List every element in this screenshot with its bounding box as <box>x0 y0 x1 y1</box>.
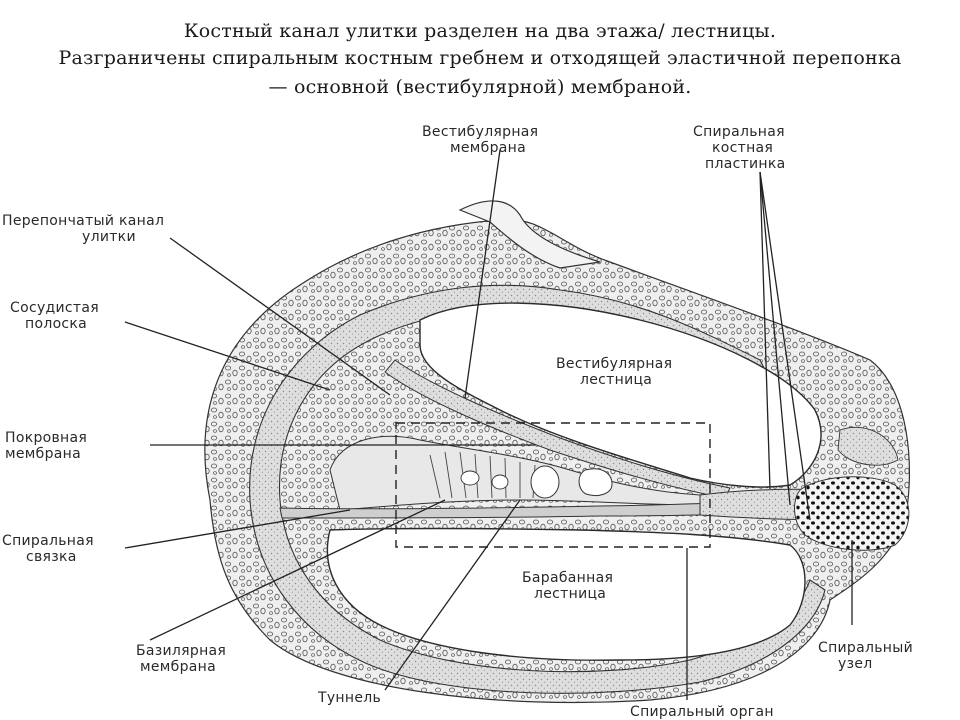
caption-line-1: Костный канал улитки разделен на два эта… <box>183 20 777 42</box>
membranous-wall <box>249 284 826 694</box>
label-osseous-spiral-lamina: Спиральная костная пластинка <box>693 124 790 172</box>
label-tectorial-membrane: Покровная мембрана <box>5 430 92 462</box>
scala-tympani-space <box>326 527 806 661</box>
label-basilar-membrane: Базилярная мембрана <box>136 643 231 675</box>
leader-lines <box>124 149 853 700</box>
label-membranous-canal: Перепончатый канал улитки <box>2 213 169 245</box>
label-tunnel: Туннель <box>317 690 381 706</box>
label-scala-vestibuli: Вестибулярная лестница <box>556 356 677 388</box>
label-organ-of-corti: Спиральный орган <box>630 704 774 720</box>
label-stria-vascularis: Сосудистая полоска <box>10 300 104 332</box>
label-vestibular-membrane: Вестибулярная мембрана <box>422 124 543 156</box>
label-spiral-ganglion: Спиральный узел <box>818 640 918 672</box>
label-spiral-ligament: Спиральная связка <box>2 533 99 565</box>
corti-highlight-box <box>395 422 711 548</box>
scala-vestibuli-space <box>419 302 822 488</box>
caption-line-2: Разграничены спиральным костным гребнем … <box>58 47 902 69</box>
caption-line-3: — основной (вестибулярной) мембраной. <box>268 76 692 98</box>
organ-of-corti-region <box>329 435 701 511</box>
spiral-ganglion <box>794 426 910 551</box>
label-scala-tympani: Барабанная лестница <box>522 570 618 602</box>
